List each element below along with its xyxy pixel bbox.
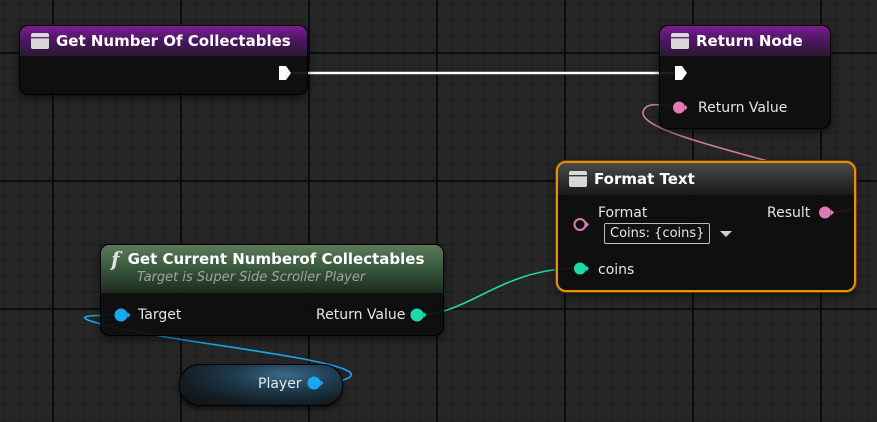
get-collectables-node[interactable]: f Get Current Numberof Collectables Targ…: [100, 244, 444, 336]
exec-in-pin[interactable]: [674, 65, 688, 81]
event-node-header[interactable]: Get Number Of Collectables: [20, 26, 307, 56]
node-frame-icon: [31, 33, 49, 49]
object-wire-player-to-target[interactable]: [83, 314, 353, 384]
event-node[interactable]: Get Number Of Collectables: [19, 25, 308, 95]
return-value-pin[interactable]: [672, 100, 688, 115]
return-node[interactable]: Return Node Return Value: [659, 25, 831, 129]
format-label: Format: [598, 205, 648, 221]
player-out-pin[interactable]: [305, 375, 325, 391]
chevron-down-icon[interactable]: [720, 231, 732, 237]
return-node-title: Return Node: [696, 32, 803, 50]
node-frame-icon: [671, 33, 689, 49]
get-collectables-header[interactable]: f Get Current Numberof Collectables Targ…: [101, 245, 443, 293]
exec-out-pin[interactable]: [278, 65, 292, 81]
coins-in-pin[interactable]: [572, 261, 590, 276]
node-frame-icon: [569, 171, 587, 187]
return-node-header[interactable]: Return Node: [660, 26, 830, 56]
player-label: Player: [258, 376, 302, 392]
get-collectables-subtitle: Target is Super Side Scroller Player: [137, 270, 366, 285]
event-node-title: Get Number Of Collectables: [56, 32, 291, 50]
target-label: Target: [138, 307, 182, 323]
coins-label: coins: [598, 262, 635, 278]
result-out-pin[interactable]: [817, 205, 835, 220]
format-text-header[interactable]: Format Text: [558, 163, 854, 195]
get-collectables-title: Get Current Numberof Collectables: [127, 250, 425, 268]
getter-return-pin[interactable]: [408, 307, 428, 323]
format-in-pin[interactable]: [572, 217, 590, 232]
return-value-label: Return Value: [698, 100, 788, 116]
result-label: Result: [767, 205, 811, 221]
getter-return-value-label: Return Value: [316, 307, 406, 323]
target-in-pin[interactable]: [112, 307, 132, 323]
format-text-field[interactable]: Coins: {coins}: [604, 223, 711, 244]
player-variable-node[interactable]: Player: [179, 364, 343, 406]
format-text-title: Format Text: [594, 170, 695, 188]
function-f-icon: f: [111, 247, 120, 271]
